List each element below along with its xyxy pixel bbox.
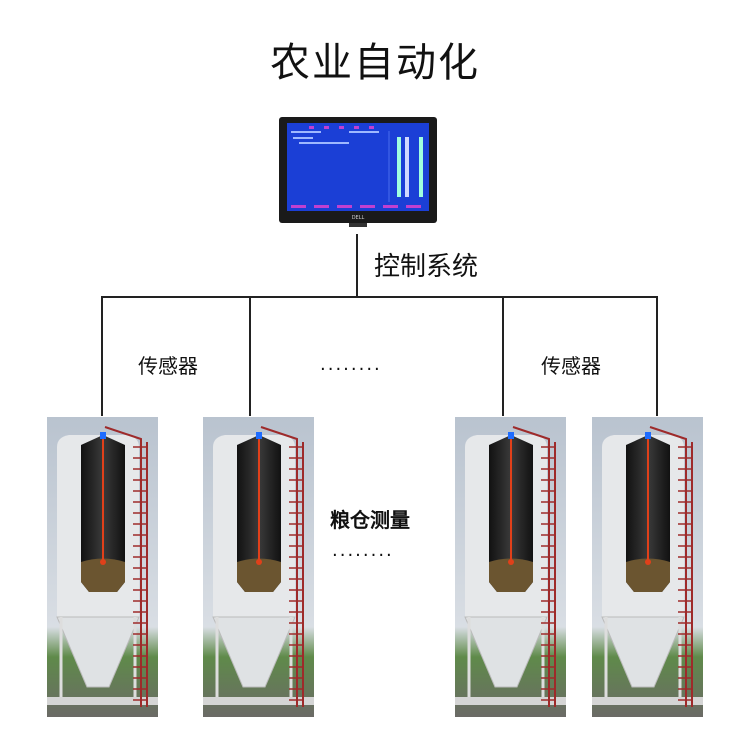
connector-line bbox=[101, 296, 658, 298]
control-system-label: 控制系统 bbox=[374, 252, 479, 282]
connector-line bbox=[356, 234, 358, 298]
ellipsis: ........ bbox=[320, 354, 382, 375]
grain-silo bbox=[592, 417, 703, 717]
ellipsis: ........ bbox=[332, 540, 394, 561]
sensor-label: 传感器 bbox=[138, 354, 198, 378]
monitor-icon: DELL bbox=[279, 117, 437, 227]
grain-measurement-label: 粮仓测量 bbox=[330, 508, 410, 532]
page-title: 农业自动化 bbox=[270, 40, 480, 86]
connector-line bbox=[249, 296, 251, 416]
grain-silo bbox=[203, 417, 314, 717]
grain-silo bbox=[47, 417, 158, 717]
grain-silo bbox=[455, 417, 566, 717]
monitor-brand: DELL bbox=[352, 215, 365, 221]
connector-line bbox=[656, 296, 658, 416]
connector-line bbox=[502, 296, 504, 416]
connector-line bbox=[101, 296, 103, 416]
sensor-label: 传感器 bbox=[541, 354, 601, 378]
